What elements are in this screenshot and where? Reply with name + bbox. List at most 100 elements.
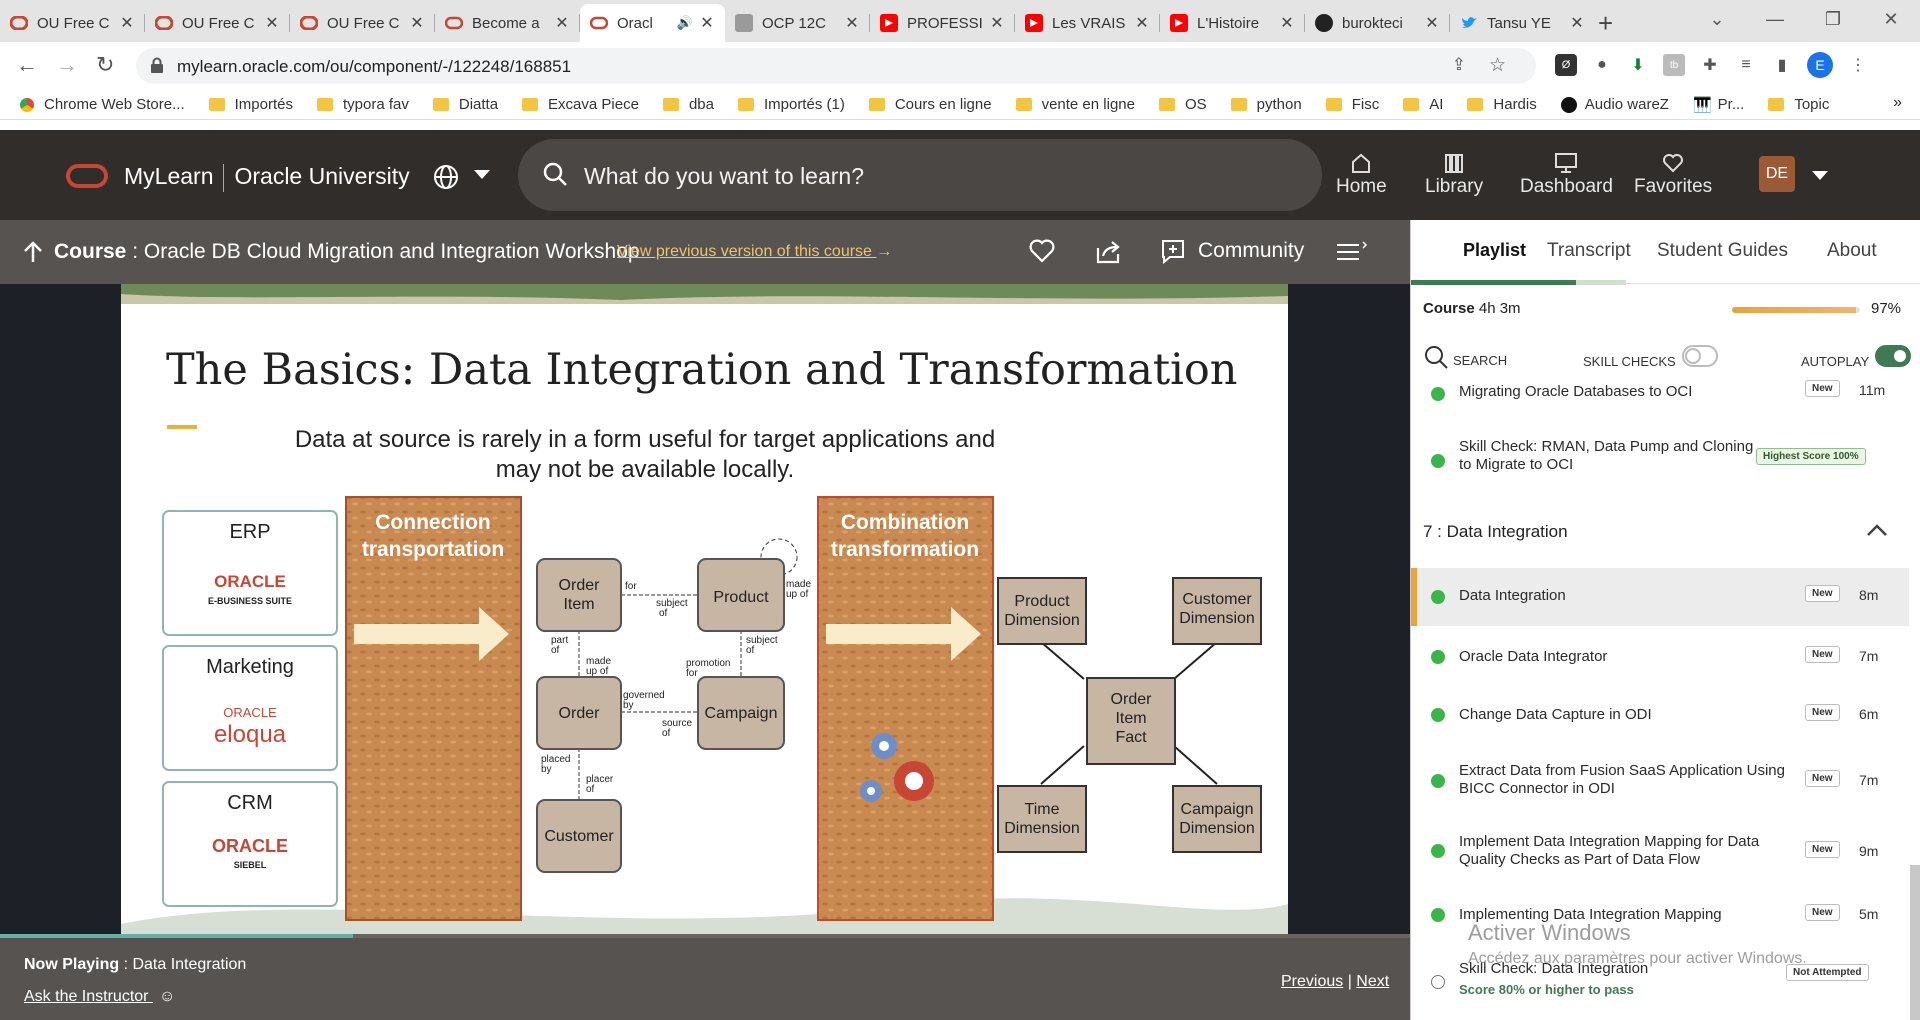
puzzle-icon[interactable]: ✚ xyxy=(1703,57,1717,74)
toggle-switch[interactable] xyxy=(1681,345,1718,367)
nav-home[interactable]: Home xyxy=(1336,150,1387,198)
bookmark-folder[interactable]: OS xyxy=(1158,96,1207,113)
user-avatar[interactable]: DE xyxy=(1759,156,1795,192)
close-icon[interactable]: ✕ xyxy=(845,15,859,32)
close-icon[interactable]: ✕ xyxy=(990,15,1004,32)
bookmark-folder[interactable]: Cours en ligne xyxy=(868,96,992,113)
chevron-up-icon[interactable] xyxy=(1865,520,1889,540)
sidepanel-icon[interactable]: ▮ xyxy=(1777,57,1787,74)
tab-search-icon[interactable]: ⌄ xyxy=(1709,8,1725,29)
list-item[interactable]: Implement Data Integration Mapping for D… xyxy=(1411,820,1909,878)
bookmark-star-icon[interactable]: ☆ xyxy=(1488,55,1506,76)
list-item-current[interactable]: Data Integration New 8m xyxy=(1411,568,1909,626)
cookie-icon[interactable]: ● xyxy=(1597,56,1607,73)
restore-icon[interactable]: ❐ xyxy=(1824,8,1842,29)
bookmark-folder[interactable]: typora fav xyxy=(316,96,409,113)
browser-tab-active[interactable]: Oracl🔊✕ xyxy=(580,4,725,42)
tab-student-guides[interactable]: Student Guides xyxy=(1657,240,1788,261)
browser-tab[interactable]: PROFESSI✕ xyxy=(870,4,1015,42)
forward-icon[interactable]: → xyxy=(56,52,78,77)
browser-tab[interactable]: Les VRAIS✕ xyxy=(1015,4,1160,42)
speaker-icon[interactable]: 🔊 xyxy=(676,15,693,30)
bookmark-folder[interactable]: Hardis xyxy=(1467,96,1537,113)
video-player[interactable]: The Basics: Data Integration and Transfo… xyxy=(0,284,1410,939)
bookmark-folder[interactable]: Diatta xyxy=(432,96,498,113)
chevron-down-icon[interactable] xyxy=(1812,171,1828,180)
browser-tab[interactable]: Tansu YE✕ xyxy=(1450,4,1595,42)
list-item[interactable]: Migrating Oracle Databases to OCI New 11… xyxy=(1411,380,1909,408)
playlist-search[interactable]: SEARCH xyxy=(1423,344,1507,370)
autoplay-toggle[interactable]: AUTOPLAY xyxy=(1801,345,1912,372)
bookmark-folder[interactable]: AI xyxy=(1403,96,1443,113)
share-icon[interactable]: ⇪ xyxy=(1451,55,1466,74)
bookmark-item[interactable]: Chrome Web Store... xyxy=(20,96,185,113)
minimize-icon[interactable]: — xyxy=(1766,8,1784,29)
arrow-up-icon[interactable] xyxy=(22,240,44,264)
browser-tab[interactable]: burokteci✕ xyxy=(1305,4,1450,42)
tab-playlist[interactable]: Playlist xyxy=(1463,240,1527,260)
browser-tab[interactable]: OU Free C✕ xyxy=(145,4,290,42)
chevron-down-icon[interactable] xyxy=(474,170,490,179)
list-item[interactable]: Skill Check: Data Integration Not Attemp… xyxy=(1411,950,1909,1020)
toggle-switch[interactable] xyxy=(1875,345,1912,367)
bookmark-folder[interactable]: Excava Piece xyxy=(522,96,639,113)
close-icon[interactable]: ✕ xyxy=(555,15,569,32)
browser-tab[interactable]: OU Free C✕ xyxy=(0,4,145,42)
close-icon[interactable]: ✕ xyxy=(1280,15,1294,32)
bookmark-folder[interactable]: dba xyxy=(662,96,714,113)
browser-tab[interactable]: OCP 12C✕ xyxy=(725,4,870,42)
next-link[interactable]: Next xyxy=(1356,973,1390,990)
extension-icon[interactable]: Ø xyxy=(1555,54,1577,76)
download-icon[interactable]: ⬇ xyxy=(1631,57,1645,74)
previous-version-link[interactable]: View previous version of this course → xyxy=(617,243,893,260)
bookmark-item[interactable]: 🎹Pr... xyxy=(1692,96,1745,114)
back-icon[interactable]: ← xyxy=(16,52,38,77)
close-icon[interactable]: ✕ xyxy=(410,15,424,32)
bookmark-folder[interactable]: python xyxy=(1230,96,1302,113)
share-icon[interactable] xyxy=(1093,238,1123,266)
close-icon[interactable]: ✕ xyxy=(1570,15,1584,32)
lock-icon[interactable] xyxy=(150,57,164,74)
bookmark-folder[interactable]: Importés xyxy=(208,96,293,113)
menu-icon[interactable]: ⋮ xyxy=(1850,57,1866,74)
bookmark-folder[interactable]: Topic xyxy=(1768,96,1829,113)
bookmark-folder[interactable]: vente en ligne xyxy=(1015,96,1135,113)
playlist-toggle-icon[interactable] xyxy=(1335,240,1369,266)
media-icon[interactable]: ≡ xyxy=(1741,56,1751,73)
list-item[interactable]: Skill Check: RMAN, Data Pump and Cloning… xyxy=(1411,438,1909,486)
close-icon[interactable]: ✕ xyxy=(265,15,279,32)
extension-icon[interactable]: tb xyxy=(1663,54,1685,76)
reload-icon[interactable]: ↻ xyxy=(96,52,115,77)
close-icon[interactable]: ✕ xyxy=(1425,15,1439,32)
heart-icon[interactable] xyxy=(1028,238,1056,264)
globe-icon[interactable] xyxy=(433,164,459,190)
nav-dashboard[interactable]: Dashboard xyxy=(1520,150,1613,198)
browser-tab[interactable]: OU Free C✕ xyxy=(290,4,435,42)
nav-library[interactable]: Library xyxy=(1425,150,1483,198)
list-item[interactable]: Extract Data from Fusion SaaS Applicatio… xyxy=(1411,752,1909,810)
tab-transcript[interactable]: Transcript xyxy=(1547,240,1631,261)
list-item[interactable]: Oracle Data Integrator New 7m xyxy=(1411,630,1909,684)
bookmarks-overflow-button[interactable]: » xyxy=(1893,94,1902,111)
ask-instructor-link[interactable]: Ask the Instructor ☺ xyxy=(24,988,176,1005)
community-button[interactable]: Community xyxy=(1160,238,1304,264)
bookmark-item[interactable]: Audio wareZ xyxy=(1560,96,1669,113)
skill-checks-toggle[interactable]: SKILL CHECKS xyxy=(1583,345,1718,372)
list-item[interactable]: Change Data Capture in ODI New 6m xyxy=(1411,688,1909,742)
search-input[interactable]: What do you want to learn? xyxy=(518,139,1322,211)
list-item[interactable]: Implementing Data Integration Mapping Ne… xyxy=(1411,888,1909,938)
profile-avatar[interactable]: E xyxy=(1807,52,1833,78)
close-icon[interactable]: ✕ xyxy=(700,15,714,32)
browser-tab[interactable]: Become a✕ xyxy=(435,4,580,42)
new-tab-button[interactable]: + xyxy=(1598,8,1614,38)
close-window-icon[interactable]: ✕ xyxy=(1883,8,1899,29)
url-field[interactable]: mylearn.oracle.com/ou/component/-/122248… xyxy=(136,48,1536,84)
video-progress-bar[interactable] xyxy=(0,934,1410,939)
browser-tab[interactable]: L'Histoire✕ xyxy=(1160,4,1305,42)
close-icon[interactable]: ✕ xyxy=(120,15,134,32)
bookmark-folder[interactable]: Importés (1) xyxy=(737,96,845,113)
nav-favorites[interactable]: Favorites xyxy=(1634,150,1712,198)
bookmark-folder[interactable]: Fisc xyxy=(1325,96,1379,113)
scrollbar[interactable] xyxy=(1910,865,1920,1020)
